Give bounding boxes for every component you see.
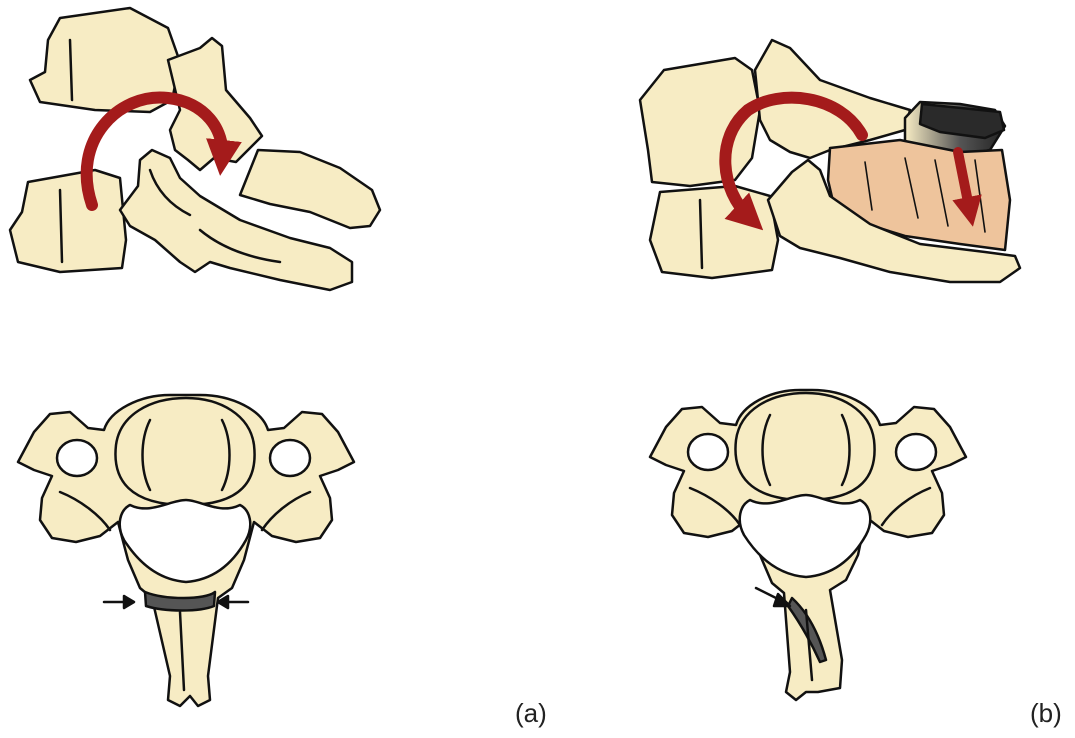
vertebral-body-a [115,398,254,505]
panel-label-a: (a) [515,698,547,729]
lateral-view-b [640,40,1020,282]
lower-vertebral-body-b [650,186,778,278]
panel-label-b: (b) [1030,698,1062,729]
foramen-right-a [270,440,310,476]
spinous-process-fragment-a [240,150,380,228]
lower-vertebral-body-a [10,170,126,272]
foramen-left-a [57,440,97,476]
lateral-view-a [10,8,380,290]
foramen-right-b [896,434,936,470]
axial-view-a [18,395,354,706]
foramen-left-b [688,434,728,470]
axial-view-b [650,390,966,700]
vertebral-body-b [735,393,874,500]
